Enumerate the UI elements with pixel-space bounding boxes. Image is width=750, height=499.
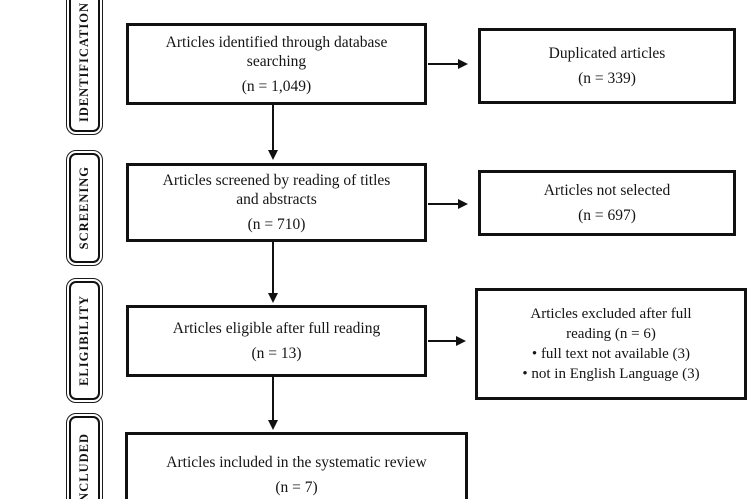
arrow-down-2-line xyxy=(272,242,274,294)
stage-identification-label: IDENTIFICATION xyxy=(77,1,91,123)
arrow-down-1-line xyxy=(272,105,274,151)
arrow-right-2-line xyxy=(428,203,460,205)
arrow-right-2-head-icon xyxy=(458,199,468,209)
side-box-not-selected: Articles not selected (n = 697) xyxy=(478,170,736,236)
stage-included-frame: INCLUDED xyxy=(69,416,100,499)
main-box-screened-count: (n = 710) xyxy=(247,216,306,233)
arrow-down-1-head-icon xyxy=(268,150,278,160)
side-box-excluded-bullet-2: not in English Language (3) xyxy=(522,364,699,384)
main-box-identified-title-line2: searching xyxy=(246,52,307,70)
main-box-identified-title-line1: Articles identified through database xyxy=(165,33,388,51)
stage-screening: SCREENING xyxy=(66,150,103,266)
main-box-screened: Articles screened by reading of titles a… xyxy=(126,163,427,242)
main-box-included-count: (n = 7) xyxy=(275,479,318,496)
side-box-duplicated-title: Duplicated articles xyxy=(548,45,666,62)
arrow-right-3-line xyxy=(428,340,458,342)
stage-included-label: INCLUDED xyxy=(77,433,91,499)
arrow-down-3-head-icon xyxy=(268,420,278,430)
side-box-excluded-bullet-1: full text not available (3) xyxy=(532,344,690,364)
arrow-right-3-head-icon xyxy=(456,336,466,346)
side-box-not-selected-title: Articles not selected xyxy=(543,182,671,199)
stage-included: INCLUDED xyxy=(66,413,103,499)
stage-screening-label: SCREENING xyxy=(77,166,91,250)
main-box-included-title-line1: Articles included in the systematic revi… xyxy=(166,454,427,471)
stage-eligibility-label: ELIGIBILITY xyxy=(77,295,91,386)
stage-identification: IDENTIFICATION xyxy=(66,0,103,135)
arrow-right-1-head-icon xyxy=(458,59,468,69)
side-box-duplicated-count: (n = 339) xyxy=(578,70,636,87)
arrow-down-2-head-icon xyxy=(268,293,278,303)
arrow-down-3-line xyxy=(272,377,274,421)
main-box-eligible: Articles eligible after full reading (n … xyxy=(126,305,427,377)
stage-screening-frame: SCREENING xyxy=(69,153,100,263)
side-box-excluded-title-line1: Articles excluded after full xyxy=(530,306,692,322)
stage-eligibility-frame: ELIGIBILITY xyxy=(69,281,100,400)
side-box-excluded: Articles excluded after full reading (n … xyxy=(475,288,747,400)
main-box-screened-title-line2: and abstracts xyxy=(236,191,317,208)
side-box-not-selected-count: (n = 697) xyxy=(578,207,636,224)
side-box-excluded-title-line2: reading (n = 6) xyxy=(566,326,656,342)
stage-eligibility: ELIGIBILITY xyxy=(66,278,103,403)
side-box-duplicated: Duplicated articles (n = 339) xyxy=(478,28,736,104)
stage-identification-frame: IDENTIFICATION xyxy=(69,0,100,132)
arrow-right-1-line xyxy=(428,63,460,65)
main-box-screened-title-line1: Articles screened by reading of titles xyxy=(162,172,391,189)
main-box-identified: Articles identified through database sea… xyxy=(126,23,427,105)
main-box-eligible-count: (n = 13) xyxy=(251,345,302,362)
main-box-included: Articles included in the systematic revi… xyxy=(125,432,468,499)
main-box-identified-count: (n = 1,049) xyxy=(241,77,312,95)
main-box-eligible-title-line1: Articles eligible after full reading xyxy=(172,320,381,337)
